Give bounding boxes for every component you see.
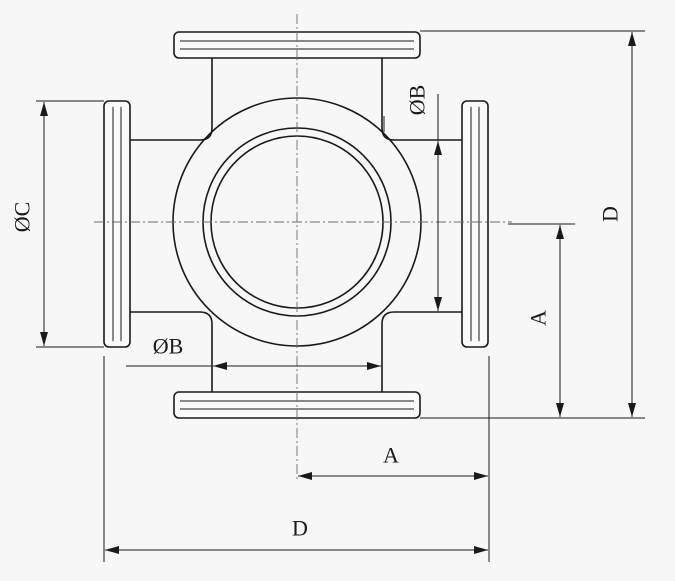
label-d-right: D [598,206,623,222]
label-a-right: A [526,310,551,326]
label-diameter-b-bottom: ØB [153,334,184,359]
flange-left [103,100,131,348]
label-a-bottom: A [383,443,399,468]
label-d-bottom: D [292,516,308,541]
cross-body-outline [130,58,462,392]
label-diameter-b-right: ØB [405,85,430,116]
label-diameter-c: ØC [10,202,35,233]
flange-right [461,100,489,348]
